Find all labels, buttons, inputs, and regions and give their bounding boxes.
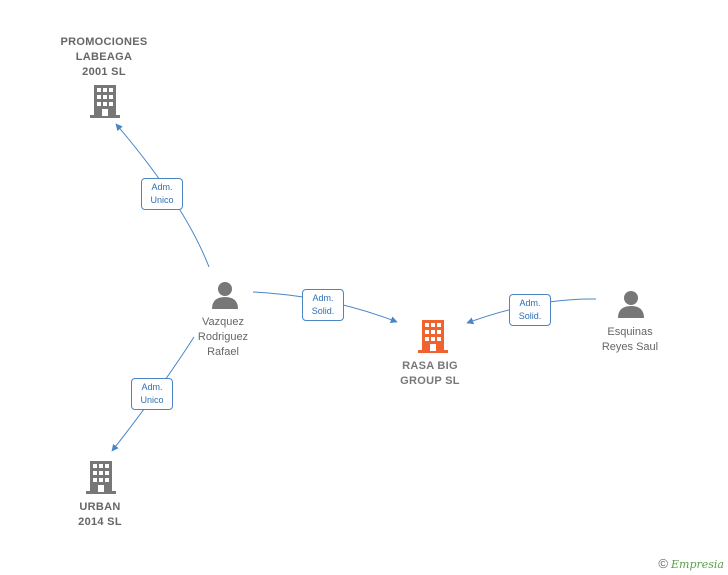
person-icon[interactable] (618, 291, 644, 318)
node-label-rasa[interactable]: RASA BIG GROUP SL (380, 359, 480, 389)
label-line: LABEAGA (75, 51, 133, 63)
edge-label-adm-unico-urban: Adm. Unico (131, 378, 173, 410)
label-line: URBAN (79, 501, 121, 513)
building-icon[interactable] (86, 461, 116, 494)
node-label-esquinas[interactable]: Esquinas Reyes Saul (584, 325, 676, 355)
building-icon[interactable] (90, 85, 120, 118)
label-line: Esquinas (607, 326, 653, 338)
copyright-symbol: © (658, 556, 668, 571)
label-line: 2014 SL (78, 516, 122, 528)
label-line: 2001 SL (82, 66, 126, 78)
node-label-promociones[interactable]: PROMOCIONES LABEAGA 2001 SL (45, 35, 163, 80)
brand-logo[interactable]: Empresia (671, 558, 724, 571)
edge-label-line: Adm. (141, 382, 163, 392)
label-line: Rafael (207, 346, 239, 358)
footer-credit: © Empresia (658, 556, 724, 571)
edge-label-line: Adm. (519, 298, 541, 308)
edge-label-line: Unico (140, 395, 164, 405)
edge-label-adm-unico-promociones: Adm. Unico (141, 178, 183, 210)
person-icon[interactable] (212, 282, 238, 309)
label-line: Reyes Saul (601, 341, 659, 353)
edge-label-line: Adm. (312, 293, 334, 303)
building-icon[interactable] (418, 320, 448, 353)
edge-label-line: Solid. (518, 311, 542, 321)
edge-label-line: Adm. (151, 182, 173, 192)
label-line: GROUP SL (400, 375, 460, 387)
edge-label-line: Solid. (311, 306, 335, 316)
label-line: Vazquez (202, 316, 244, 328)
label-line: Rodriguez (197, 331, 249, 343)
edge-label-line: Unico (150, 195, 174, 205)
node-label-urban[interactable]: URBAN 2014 SL (60, 500, 140, 530)
edge-label-adm-solid-esquinas: Adm. Solid. (509, 294, 551, 326)
node-label-vazquez[interactable]: Vazquez Rodriguez Rafael (176, 315, 270, 360)
label-line: RASA BIG (402, 360, 458, 372)
edge-label-adm-solid-vazquez: Adm. Solid. (302, 289, 344, 321)
label-line: PROMOCIONES (60, 36, 148, 48)
